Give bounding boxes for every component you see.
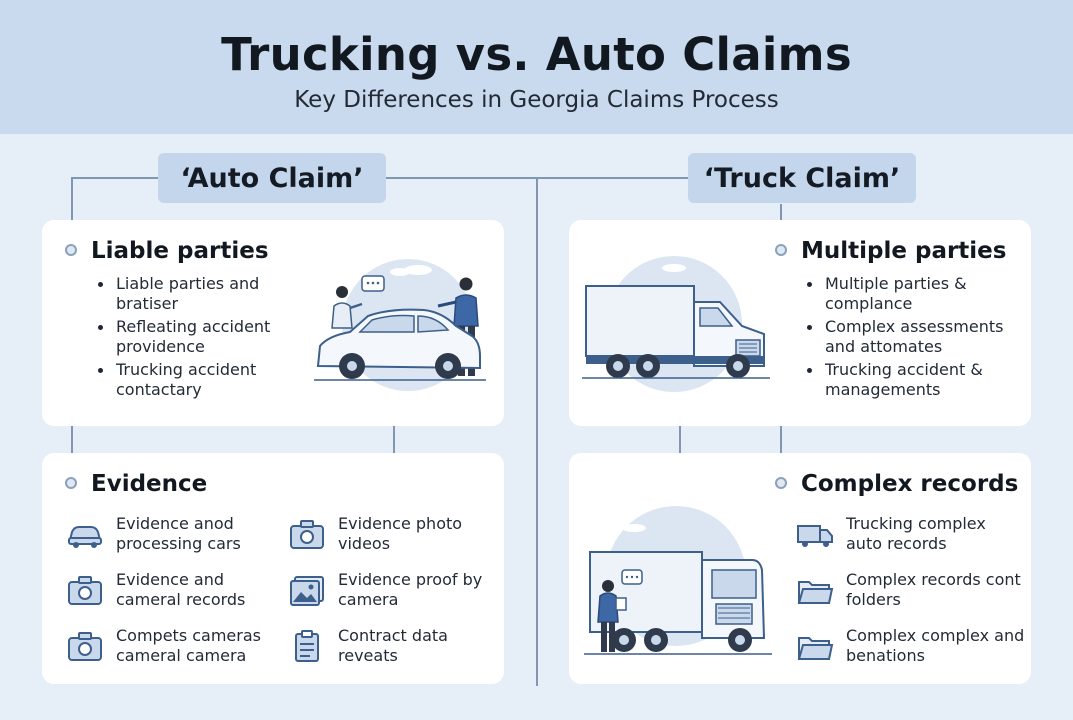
evidence-item: Evidence anod processing cars (66, 514, 266, 554)
list-item: Trucking accident & managements (801, 360, 1023, 400)
evidence-item-text: Evidence photo videos (338, 514, 463, 553)
records-item: Complex complex and benations (796, 626, 1026, 666)
page-subtitle: Key Differences in Georgia Claims Proces… (294, 87, 779, 113)
list-item: Refleating accident providence (92, 317, 302, 357)
evidence-item-text: Contract data reveats (338, 626, 448, 665)
evidence-title: Evidence (91, 471, 208, 497)
connector-dot (65, 244, 77, 256)
evidence-item-text: Evidence and cameral records (116, 570, 246, 609)
evidence-item-text: Compets cameras cameral camera (116, 626, 261, 665)
list-item: Complex assessments and attomates (801, 317, 1023, 357)
connector-dot (775, 477, 787, 489)
evidence-item: Evidence proof by camera (288, 570, 488, 610)
folder-icon (797, 581, 834, 604)
header-banner (0, 0, 1073, 134)
list-item: Trucking accident contactary (92, 360, 302, 400)
complex-records-title: Complex records (801, 471, 1019, 497)
list-item: Liable parties and bratiser (92, 274, 302, 314)
semi-truck-illustration (584, 506, 772, 655)
clipboard-icon (295, 630, 319, 662)
camera-icon (68, 632, 102, 661)
evidence-item: Compets cameras cameral camera (66, 626, 266, 666)
records-item: Trucking complex auto records (796, 514, 1026, 554)
car-icon (68, 526, 102, 548)
multiple-parties-title: Multiple parties (801, 238, 1007, 264)
liable-parties-title: Liable parties (91, 238, 269, 264)
box-truck-illustration (582, 256, 770, 392)
auto-claim-label: ‘Auto Claim’ (158, 153, 386, 203)
liable-parties-list: Liable parties and bratiser Refleating a… (92, 274, 302, 403)
evidence-item-text: Evidence proof by camera (338, 570, 483, 609)
evidence-card (42, 453, 504, 684)
records-item-text: Complex records cont folders (846, 570, 1021, 609)
camera-icon (290, 520, 324, 549)
evidence-item: Evidence photo videos (288, 514, 488, 554)
folder-icon (797, 637, 834, 660)
records-item-text: Complex complex and benations (846, 626, 1025, 665)
list-item: Multiple parties & complance (801, 274, 1023, 314)
evidence-item-text: Evidence anod processing cars (116, 514, 241, 553)
camera-icon (68, 576, 102, 605)
records-item-text: Trucking complex auto records (846, 514, 986, 553)
evidence-item: Evidence and cameral records (66, 570, 266, 610)
evidence-item: Contract data reveats (288, 626, 488, 666)
truck-claim-label: ‘Truck Claim’ (688, 153, 916, 203)
connector-dot (65, 477, 77, 489)
page-title: Trucking vs. Auto Claims (221, 28, 852, 81)
image-icon (290, 576, 324, 606)
truck-icon (797, 525, 833, 547)
records-item: Complex records cont folders (796, 570, 1026, 610)
connector-dot (775, 244, 787, 256)
car-people-illustration (314, 259, 486, 391)
multiple-parties-list: Multiple parties & complance Complex ass… (801, 274, 1023, 403)
